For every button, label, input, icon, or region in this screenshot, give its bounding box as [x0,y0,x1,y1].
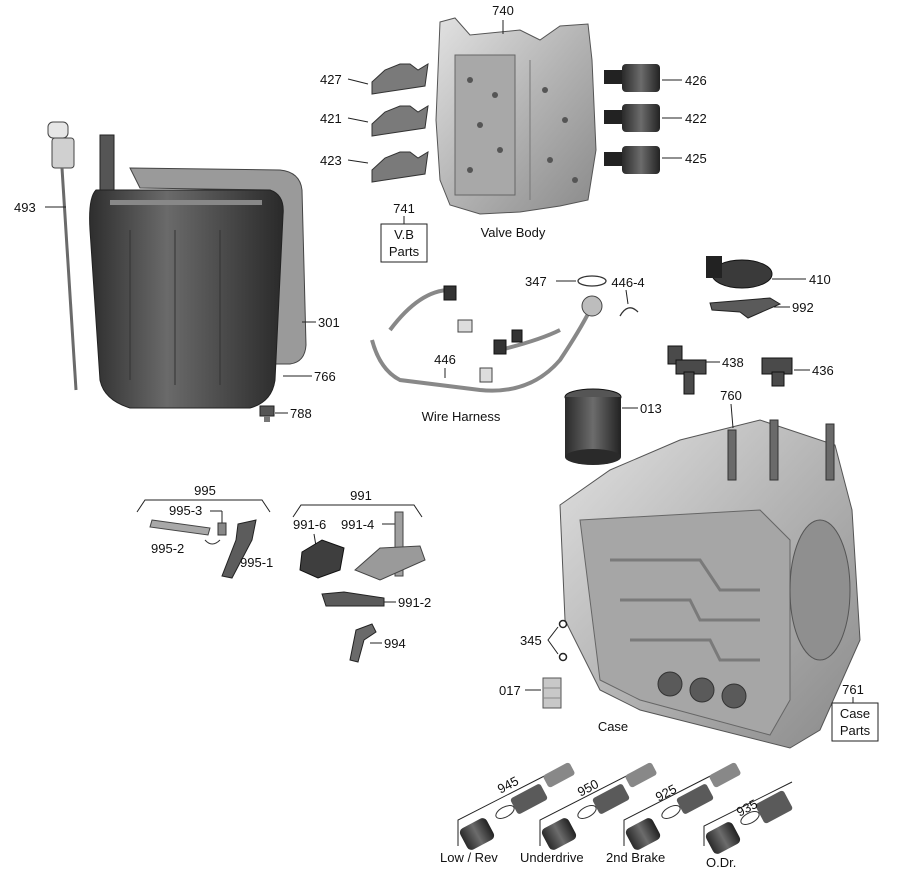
lever-part-992 [709,297,782,319]
label-423: 423 [320,153,342,168]
label-991-4: 991-4 [341,517,374,532]
lever-part-995-1 [221,519,257,579]
oil-pan-part-766 [89,134,284,409]
dipstick-part-493 [47,121,78,391]
label-valve-body: Valve Body [481,225,546,240]
case-parts-box [831,702,879,742]
plate-part-991-2 [321,591,385,607]
pin-part-995-3 [217,522,227,536]
sensor-part-436 [761,357,793,387]
label-760: 760 [720,388,742,403]
label-446: 446 [434,352,456,367]
label-446-4: 446-4 [611,275,644,290]
case-parts-line1: Case [840,706,870,721]
case-parts-line2: Parts [840,723,871,738]
valve-body-part-740 [435,17,597,215]
solenoid-bracket-parts [371,63,429,183]
label-426: 426 [685,73,707,88]
label-788: 788 [290,406,312,421]
switch-part-410 [706,256,773,289]
label-wire-harness: Wire Harness [422,409,501,424]
label-421: 421 [320,111,342,126]
o-rings-part-345 [558,619,568,662]
label-2nd-brake: 2nd Brake [606,850,665,865]
label-945: 945 [495,773,521,796]
pan-gasket-part-301 [129,167,307,365]
rod-part-994 [349,623,377,663]
label-950: 950 [575,776,601,799]
label-438: 438 [722,355,744,370]
vb-parts-line2: Parts [389,244,420,259]
label-493: 493 [14,200,36,215]
label-017: 017 [499,683,521,698]
vb-parts-box [380,223,428,263]
label-odr: O.Dr. [706,855,736,870]
accumulator-2nd-brake-925 [623,762,741,850]
label-741: 741 [393,201,415,216]
label-301: 301 [318,315,340,330]
label-347: 347 [525,274,547,289]
label-995-3: 995-3 [169,503,202,518]
accumulator-low-rev-945 [457,762,575,850]
label-925: 925 [653,781,679,804]
snap-ring-part-446-4 [619,307,639,317]
solenoid-valves [604,64,660,174]
label-991-2: 991-2 [398,595,431,610]
label-740: 740 [492,3,514,18]
accumulator-underdrive-950 [539,762,657,850]
oil-filter-part-013 [564,388,622,465]
transmission-case-part-760 [559,419,861,749]
sensor-part-438 [667,345,707,395]
label-410: 410 [809,272,831,287]
label-995-2: 995-2 [151,541,184,556]
label-underdrive: Underdrive [520,850,584,865]
bolt-part-788 [259,405,275,422]
o-ring-part-347 [577,275,607,287]
label-761: 761 [842,682,864,697]
label-436: 436 [812,363,834,378]
label-994: 994 [384,636,406,651]
label-995: 995 [194,483,216,498]
label-013: 013 [640,401,662,416]
label-345: 345 [520,633,542,648]
label-427: 427 [320,72,342,87]
plug-part-017 [542,677,562,709]
clip-part-995 [204,539,221,545]
manual-shaft-part-991-4 [354,511,426,581]
label-425: 425 [685,151,707,166]
label-low-rev: Low / Rev [440,850,498,865]
label-case: Case [598,719,628,734]
detent-part-991-6 [299,539,345,579]
label-422: 422 [685,111,707,126]
shaft-part-995-2 [149,519,211,536]
label-995-1: 995-1 [240,555,273,570]
accumulator-odr-935 [703,781,793,854]
label-991: 991 [350,488,372,503]
vb-parts-line1: V.B [394,227,414,242]
label-992: 992 [792,300,814,315]
label-766: 766 [314,369,336,384]
label-991-6: 991-6 [293,517,326,532]
